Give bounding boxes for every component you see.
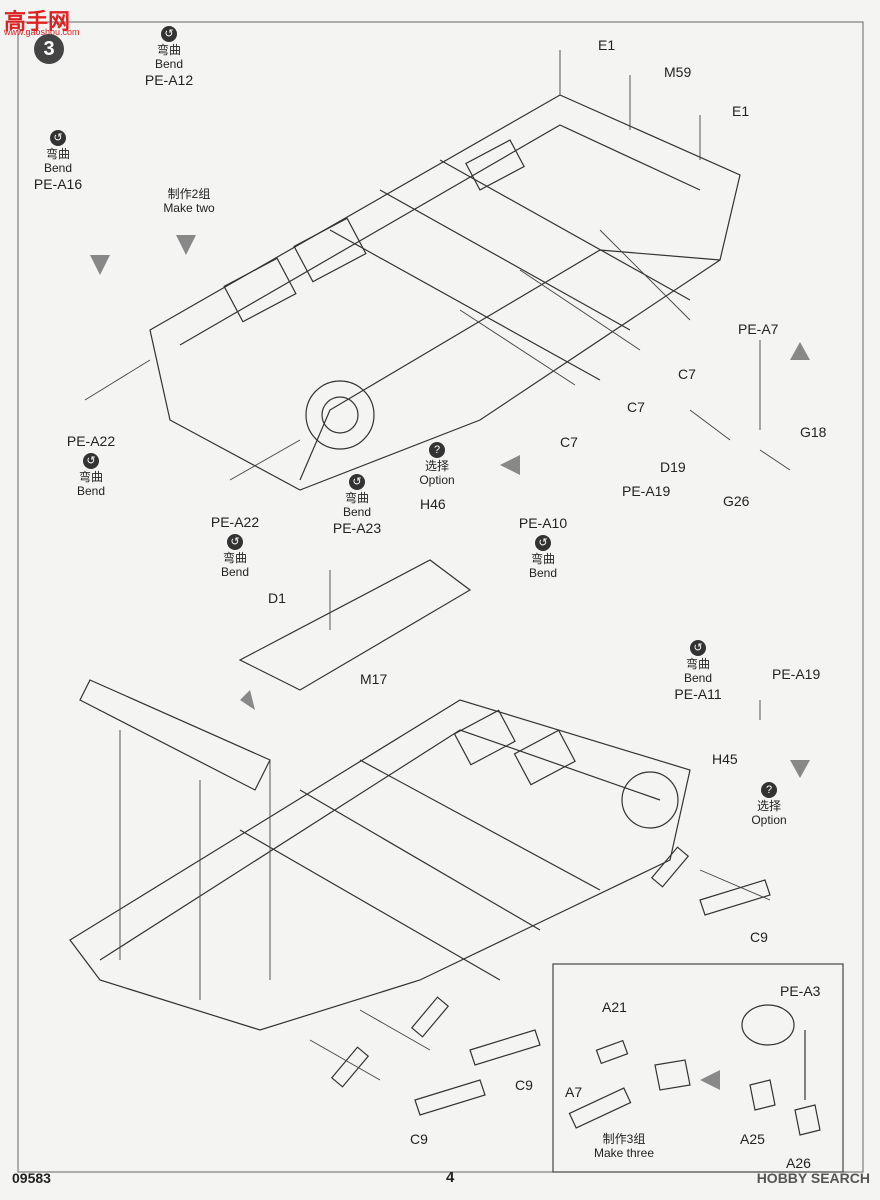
callout-h46: H46 bbox=[420, 496, 446, 512]
callout-m17: M17 bbox=[360, 671, 388, 687]
callout-pe-a22-left: PE-A22 ↺ 弯曲 Bend bbox=[66, 433, 116, 498]
callout-pe-a16: ↺ 弯曲 Bend PE-A16 bbox=[33, 130, 83, 192]
callout-a25: A25 bbox=[740, 1131, 765, 1147]
callout-pe-a12: ↺ 弯曲 Bend PE-A12 bbox=[144, 26, 194, 88]
callout-c9-right: C9 bbox=[750, 929, 768, 945]
bend-icon: ↺ bbox=[349, 474, 365, 490]
callout-c7-1: C7 bbox=[678, 366, 696, 382]
callout-g26: G26 bbox=[723, 493, 750, 509]
site-logo: 高手网 bbox=[4, 9, 71, 34]
callout-a21: A21 bbox=[602, 999, 627, 1015]
callout-c7-2: C7 bbox=[627, 399, 645, 415]
callout-pe-a19-top: PE-A19 bbox=[622, 483, 671, 499]
question-icon: ? bbox=[761, 782, 777, 798]
callout-pe-a3: PE-A3 bbox=[780, 983, 821, 999]
callout-m59: M59 bbox=[664, 64, 692, 80]
note-option-right: ? 选择 Option bbox=[751, 782, 787, 827]
callout-a26: A26 bbox=[786, 1155, 811, 1171]
callout-h45: H45 bbox=[712, 751, 738, 767]
note-make-three: 制作3组 Make three bbox=[593, 1132, 655, 1160]
callout-pe-a7: PE-A7 bbox=[738, 321, 779, 337]
bend-icon: ↺ bbox=[50, 130, 66, 146]
note-option-top: ? 选择 Option bbox=[419, 442, 455, 487]
bend-icon: ↺ bbox=[161, 26, 177, 42]
callout-pe-a19-right: PE-A19 bbox=[772, 666, 821, 682]
callout-c9-mid: C9 bbox=[515, 1077, 533, 1093]
callout-d1: D1 bbox=[268, 590, 286, 606]
question-icon: ? bbox=[429, 442, 445, 458]
callout-e1-top: E1 bbox=[598, 37, 616, 53]
brand-watermark: HOBBY SEARCH bbox=[756, 1170, 870, 1186]
kit-code: 09583 bbox=[12, 1170, 51, 1186]
bend-icon: ↺ bbox=[535, 535, 551, 552]
callout-pe-a22-mid: PE-A22 ↺ 弯曲 Bend bbox=[210, 514, 260, 579]
step-number: 3 bbox=[34, 34, 64, 64]
callout-c9-bottom: C9 bbox=[410, 1131, 428, 1147]
bend-icon: ↺ bbox=[227, 534, 243, 551]
callout-a7: A7 bbox=[565, 1084, 583, 1100]
callout-c7-3: C7 bbox=[560, 434, 578, 450]
note-make-two: 制作2组 Make two bbox=[163, 187, 215, 215]
callout-pe-a10: PE-A10 ↺ 弯曲 Bend bbox=[518, 515, 568, 580]
site-url: www.gaoshou.com bbox=[4, 27, 80, 37]
bend-icon: ↺ bbox=[690, 640, 706, 656]
callout-e1-right: E1 bbox=[732, 103, 750, 119]
callout-g18: G18 bbox=[800, 424, 827, 440]
callout-pe-a11: ↺ 弯曲 Bend PE-A11 bbox=[674, 640, 722, 702]
bend-icon: ↺ bbox=[83, 453, 99, 470]
callout-pe-a23: ↺ 弯曲 Bend PE-A23 bbox=[332, 474, 382, 536]
page-number: 4 bbox=[446, 1169, 455, 1186]
callout-d19: D19 bbox=[660, 459, 686, 475]
